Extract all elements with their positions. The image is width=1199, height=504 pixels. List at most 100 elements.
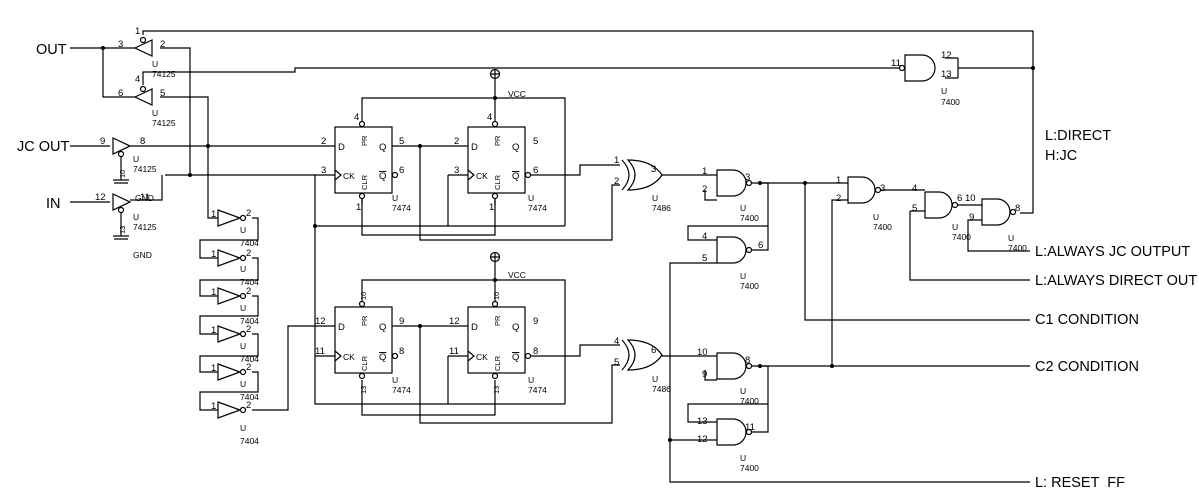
label-jc: H:JC [1045,148,1077,164]
svg-text:U: U [740,453,746,463]
xor-gate-7486-bottom: 4 5 6 U 7486 [614,336,671,394]
svg-text:7474: 7474 [528,385,547,395]
svg-text:12: 12 [697,434,708,445]
svg-text:6: 6 [758,240,763,251]
svg-text:7400: 7400 [941,97,960,107]
svg-text:11: 11 [315,346,325,357]
svg-text:CLR: CLR [360,174,369,190]
svg-text:11: 11 [891,58,901,69]
svg-text:8: 8 [745,355,750,366]
junction-dot [803,181,807,185]
svg-text:PR: PR [360,135,369,146]
svg-text:1: 1 [211,401,216,412]
svg-text:10: 10 [965,193,976,204]
buffer-74125-jc: 9 8 10 U 74125 GND [100,136,157,203]
svg-text:U: U [240,225,246,235]
svg-text:5: 5 [533,136,538,147]
svg-text:3: 3 [321,165,326,176]
svg-text:CK: CK [476,352,488,362]
svg-text:11: 11 [745,422,755,433]
label-always-direct-out: L:ALWAYS DIRECT OUT [1035,273,1197,289]
svg-text:1: 1 [211,209,216,220]
label-c2-condition: C2 CONDITION [1035,359,1139,375]
xor-gate-7486-top: 1 2 3 U 7486 [614,155,671,213]
junction-dot [418,144,422,148]
flipflop-7474-top-left: D CK Q Q PR CLR 2 3 5 6 4 1 U 7474 [321,112,411,213]
svg-text:9: 9 [100,136,105,147]
svg-text:13: 13 [492,386,501,394]
svg-text:U: U [528,375,534,385]
svg-text:6: 6 [118,88,123,99]
svg-text:U: U [240,423,246,433]
svg-text:1: 1 [614,155,619,166]
svg-text:5: 5 [702,253,707,264]
svg-text:PR: PR [360,315,369,326]
svg-text:1: 1 [211,363,216,374]
svg-text:4: 4 [614,336,619,347]
svg-text:U: U [873,212,879,222]
svg-text:1: 1 [211,249,216,260]
svg-text:3: 3 [880,183,885,194]
svg-text:5: 5 [160,88,165,99]
svg-text:1: 1 [135,26,140,37]
svg-text:Q: Q [512,322,519,333]
svg-text:74125: 74125 [133,164,157,174]
svg-text:VCC: VCC [508,89,526,99]
svg-text:2: 2 [614,176,619,187]
svg-text:6: 6 [533,165,538,176]
junction-dot [1031,66,1035,70]
flipflop-7474-bottom-right: D CK Q Q PR CLR 12 11 9 8 10 13 U 7474 V… [449,251,547,395]
svg-text:7400: 7400 [740,213,759,223]
svg-text:Q: Q [512,352,519,363]
svg-text:7400: 7400 [952,232,971,242]
buffer-74125-second: 6 5 4 U 74125 [118,74,176,128]
wires [70,30,1034,483]
svg-text:Q: Q [379,322,386,333]
svg-text:10: 10 [359,292,368,300]
svg-text:CLR: CLR [360,355,369,371]
svg-text:5: 5 [399,136,404,147]
svg-text:U: U [133,154,139,164]
svg-text:7404: 7404 [240,436,259,446]
svg-text:7474: 7474 [392,385,411,395]
svg-text:1: 1 [211,287,216,298]
svg-text:7486: 7486 [652,384,671,394]
svg-text:U: U [152,108,158,118]
svg-text:VCC: VCC [508,270,526,280]
svg-text:5: 5 [912,203,917,214]
junctions [101,46,1035,442]
svg-text:D: D [338,142,345,153]
svg-text:7400: 7400 [740,281,759,291]
label-direct: L:DIRECT [1045,128,1111,144]
svg-text:CLR: CLR [493,355,502,371]
svg-text:7400: 7400 [1008,243,1027,253]
svg-text:U: U [528,193,534,203]
svg-text:1: 1 [211,325,216,336]
svg-text:10: 10 [118,170,127,178]
svg-text:6: 6 [651,345,656,356]
svg-text:3: 3 [454,165,459,176]
svg-text:2: 2 [702,184,707,195]
svg-text:D: D [338,322,345,333]
label-in: IN [46,196,61,212]
label-out: OUT [36,42,67,58]
signal-labels: OUT JC OUT IN L:DIRECT H:JC L:ALWAYS JC … [17,42,1197,491]
label-reset-ff: L: RESET FF [1035,475,1125,491]
svg-text:12: 12 [95,192,106,203]
junction-dot [313,224,317,228]
junction-dot [188,173,192,177]
svg-text:2: 2 [246,362,251,373]
svg-text:2: 2 [160,39,165,50]
svg-text:2: 2 [321,136,326,147]
svg-text:13: 13 [941,69,952,80]
svg-text:9: 9 [702,369,707,380]
svg-text:6: 6 [399,165,404,176]
svg-text:U: U [740,203,746,213]
